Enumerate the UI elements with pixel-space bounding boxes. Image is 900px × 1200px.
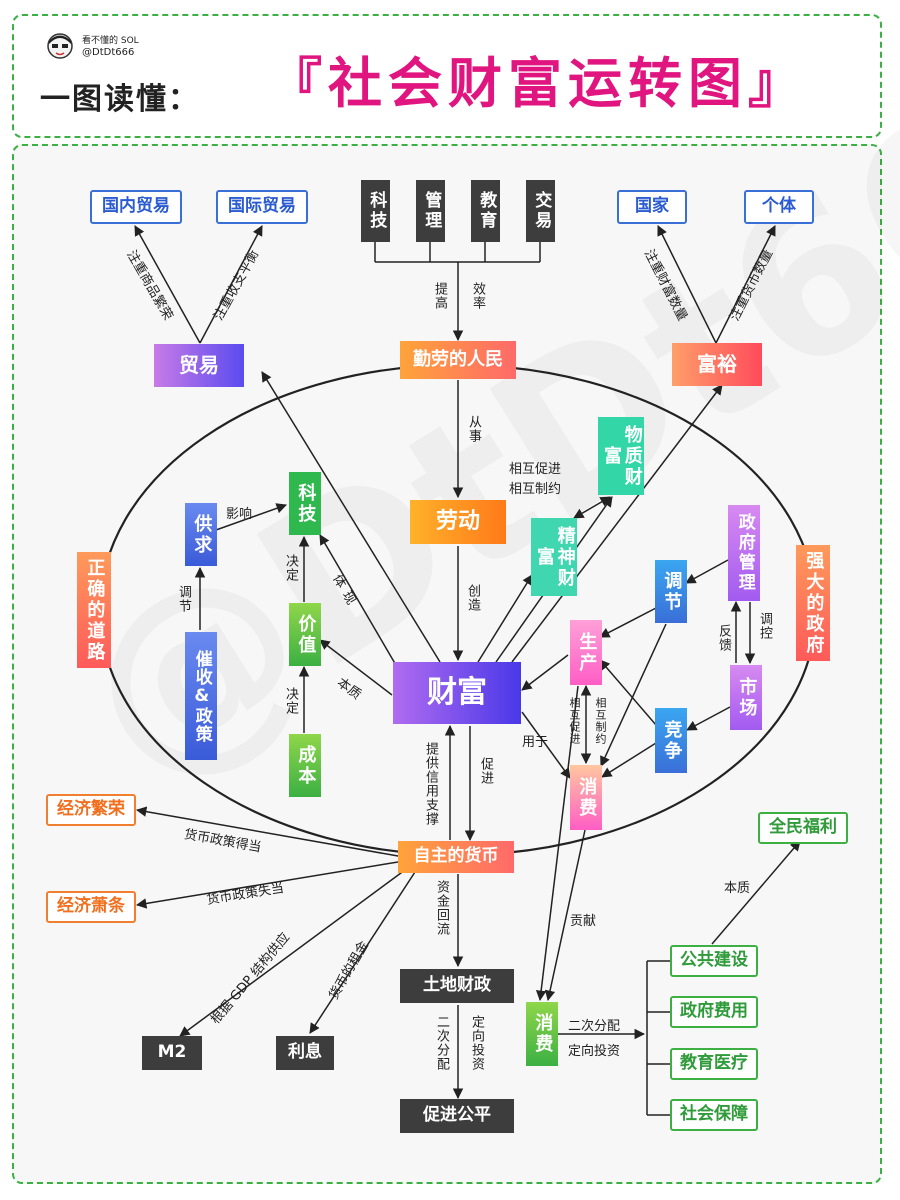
label-engage: 从事 [466, 415, 481, 443]
label-control: 调控 [757, 612, 772, 640]
title-prefix: 一图读懂： [40, 82, 200, 117]
regulate-node: 调节 [655, 560, 687, 623]
factor-jiaoyi: 交易 [526, 180, 555, 242]
label-influence: 影响 [226, 507, 253, 522]
label-credit-support: 提供信用支撑 [423, 742, 438, 826]
land-finance-box: 土地财政 [400, 969, 514, 1003]
label-second-dist-2: 二次分配 [568, 1019, 621, 1034]
welfare-box: 全民福利 [758, 812, 848, 844]
factor-guanli: 管理 [416, 180, 445, 242]
gov-management-node: 政府管理 [728, 505, 760, 601]
label-essence-2: 本质 [724, 881, 751, 896]
social-security-box: 社会保障 [670, 1099, 758, 1131]
intl-trade-box: 国际贸易 [216, 190, 308, 224]
production-node: 生产 [570, 620, 602, 685]
wealthy-node: 富裕 [672, 343, 762, 386]
label-funds-return: 资金回流 [434, 880, 449, 936]
label-contribute: 贡献 [570, 914, 597, 929]
edu-medical-box: 教育医疗 [670, 1048, 758, 1080]
tech-node: 科技 [289, 472, 321, 535]
label-improve: 提高 [432, 282, 447, 310]
consumption2-node: 消费 [526, 1002, 558, 1066]
material-wealth-node: 物质财富 [598, 417, 644, 495]
label-mutual-restrict: 相互制约 [509, 482, 562, 497]
author-name: 看不懂的 SOL [82, 36, 139, 46]
gov-expense-box: 政府费用 [670, 996, 758, 1028]
label-decide-2: 决定 [283, 687, 298, 715]
spiritual-wealth-node: 精神财富 [531, 518, 577, 596]
policy-node: 催收&政策 [185, 632, 217, 760]
interest-box: 利息 [276, 1036, 334, 1070]
people-node: 勤劳的人民 [400, 341, 516, 379]
page-title: 『社会财富运转图』 [268, 52, 808, 115]
label-mutual-promote: 相互促进 [509, 462, 562, 477]
label-decide-1: 决定 [283, 554, 298, 582]
fairness-box: 促进公平 [400, 1099, 514, 1133]
label-create: 创造 [465, 584, 480, 612]
consumption-node: 消费 [570, 765, 602, 830]
correct-road-node: 正确的道路 [77, 552, 111, 668]
cost-node: 成本 [289, 734, 321, 797]
label-prod-restrict: 相互制约 [594, 697, 607, 745]
label-adjust: 调节 [176, 585, 191, 613]
m2-box: M2 [142, 1036, 202, 1070]
factor-keji: 科技 [361, 180, 390, 242]
label-efficiency: 效率 [470, 282, 485, 310]
label-prod-promote: 相互促进 [568, 697, 581, 745]
avatar-icon [47, 33, 73, 59]
domestic-trade-box: 国内贸易 [90, 190, 182, 224]
public-construction-box: 公共建设 [670, 945, 758, 977]
wealth-node: 财富 [393, 662, 521, 724]
country-box: 国家 [617, 190, 687, 224]
factor-jiaoyu: 教育 [471, 180, 500, 242]
label-used-for: 用于 [522, 735, 549, 750]
value-node: 价值 [289, 603, 321, 666]
label-promote: 促进 [478, 757, 493, 785]
individual-box: 个体 [744, 190, 814, 224]
market-node: 市场 [730, 665, 762, 730]
depression-box: 经济萧条 [46, 891, 136, 923]
prosperity-box: 经济繁荣 [46, 794, 136, 826]
competition-node: 竞争 [655, 708, 687, 773]
header-panel [12, 14, 882, 138]
label-feedback: 反馈 [716, 624, 731, 652]
trade-node: 贸易 [154, 344, 244, 387]
labor-node: 劳动 [410, 500, 506, 544]
strong-government-node: 强大的政府 [796, 545, 830, 661]
label-directed-invest-1: 定向投资 [469, 1015, 484, 1071]
label-second-dist-1: 二次分配 [434, 1015, 449, 1071]
supply-demand-node: 供求 [185, 503, 217, 566]
label-directed-invest-2: 定向投资 [568, 1044, 621, 1059]
money-node: 自主的货币 [398, 841, 514, 873]
author-handle: @DtDt666 [82, 47, 135, 58]
